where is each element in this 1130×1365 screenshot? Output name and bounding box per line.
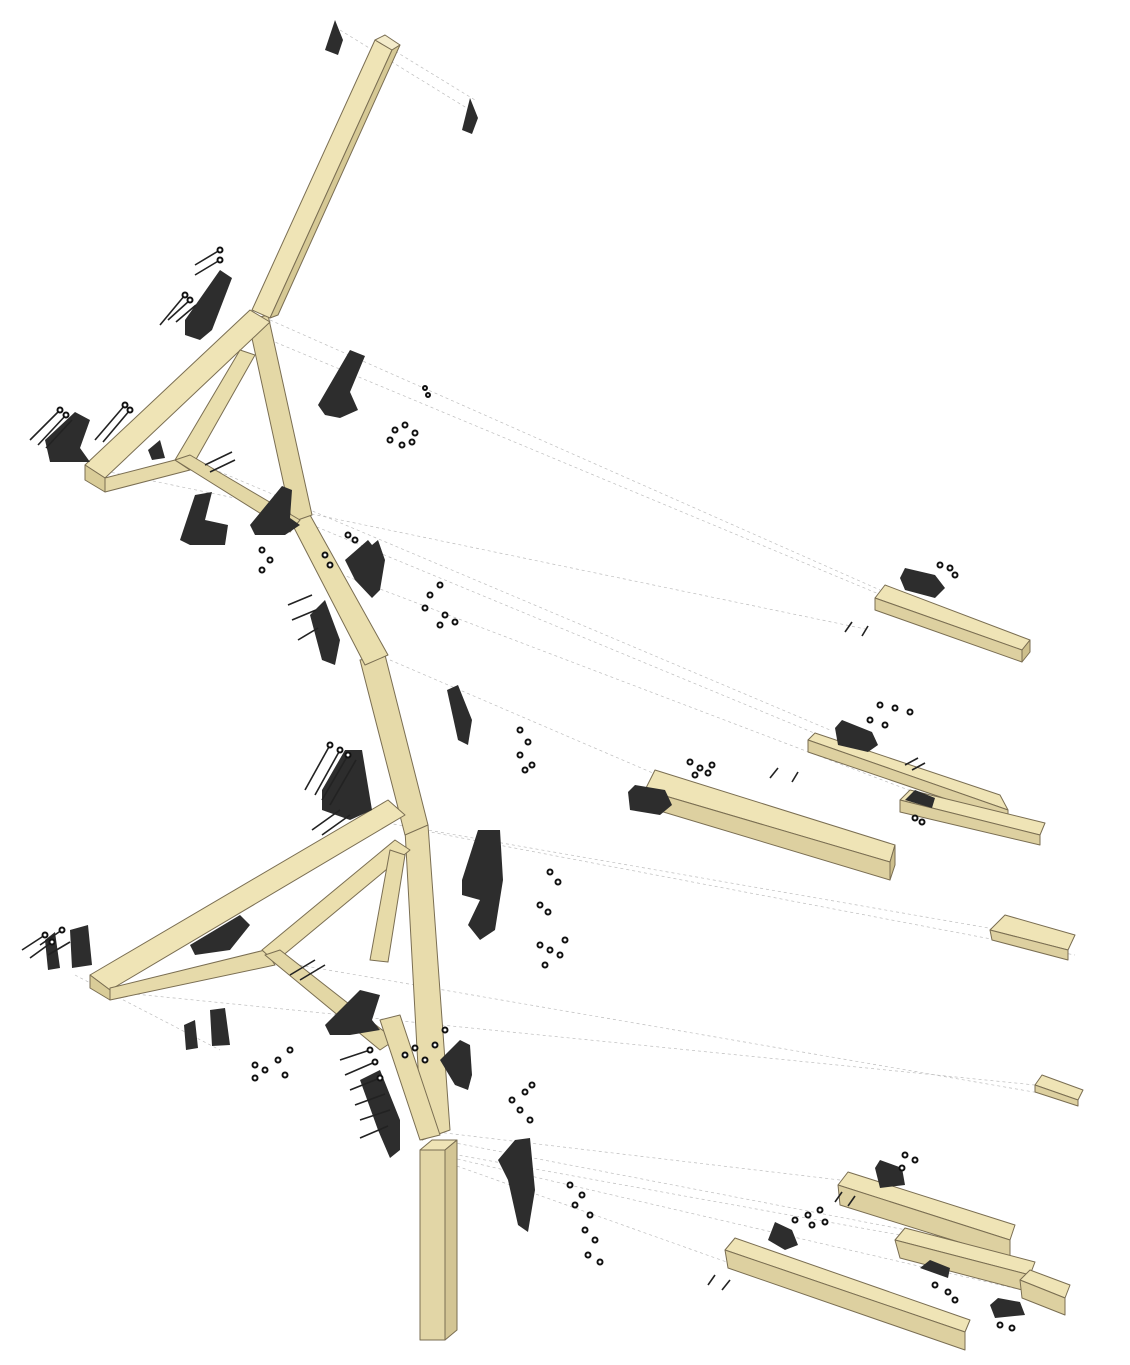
steel-plate-mid-vertical (310, 600, 340, 665)
post-lower-edge (444, 1139, 458, 1341)
connector-plates (45, 20, 535, 1232)
exploded-member-6 (834, 1151, 1016, 1259)
steel-plate-lower-end (45, 925, 92, 970)
steel-plate-lower-big (462, 830, 503, 940)
lower-brace-inner-strut (369, 849, 406, 963)
exploded-member-8 (990, 1269, 1071, 1332)
bolt-group-inner (204, 451, 236, 473)
nut-cluster-4 (516, 726, 536, 774)
lower-brace-frame (89, 799, 441, 1141)
exploded-member-4 (989, 914, 1076, 961)
bolt-group-lower-end (21, 926, 71, 959)
upper-arm-face (251, 39, 393, 319)
post-lower-side (419, 1149, 446, 1341)
exploded-member-5 (1034, 1074, 1084, 1107)
upper-arm-side (269, 44, 401, 319)
steel-plate-mid-drop (447, 685, 472, 745)
bolt-group-brace-end (29, 401, 134, 449)
steel-plate-brace-end (45, 412, 90, 462)
exploded-member-7 (894, 1227, 1036, 1304)
steel-plate-top-1 (325, 20, 343, 55)
steel-plate-brace-mid (148, 440, 165, 460)
bolt-group-mid-left (287, 594, 319, 641)
exploded-member-9 (707, 1206, 971, 1351)
nut-cluster-5 (536, 868, 569, 969)
steel-plate-lower-detached (184, 1008, 230, 1050)
steel-plate-lower-node (322, 750, 372, 820)
main-post (247, 314, 458, 1341)
steel-plate-lower-right (440, 1040, 472, 1090)
exploded-member-3 (628, 758, 896, 881)
steel-plate-lower-brace (190, 915, 250, 955)
bolt-group-base (339, 1046, 391, 1139)
exploded-members (628, 561, 1084, 1351)
steel-plate-upper-node (185, 270, 232, 340)
nut-cluster-9 (566, 1181, 604, 1266)
bolt-group-upper-left (159, 246, 224, 326)
upper-brace-top-chord (84, 309, 271, 479)
nut-cluster-1 (386, 385, 431, 449)
steel-plate-cross-node (250, 486, 300, 535)
bolt-groups (21, 246, 604, 1266)
nut-cluster-8 (508, 1081, 536, 1124)
lower-brace-bottom (109, 949, 276, 1001)
upper-arm (251, 34, 401, 319)
bolt-group-lower-left (304, 741, 357, 836)
steel-plate-mid-y (345, 540, 385, 598)
assembly-guide-lines (74, 29, 1081, 1346)
nut-cluster-3 (421, 581, 459, 629)
steel-plate-lower-cross (325, 990, 380, 1035)
nut-cluster-2 (258, 531, 359, 574)
nut-cluster-7 (401, 1026, 449, 1064)
nut-cluster-6 (251, 1046, 294, 1082)
steel-plate-base-right (498, 1138, 535, 1232)
steel-plate-upper-node-b (318, 350, 365, 418)
bolt-group-lower-inner (289, 959, 326, 981)
lower-brace-knee (379, 1014, 441, 1141)
steel-plate-top-2 (462, 98, 478, 134)
exploded-member-2 (769, 701, 1046, 846)
exploded-member-1 (844, 561, 1031, 663)
steel-plate-tie-node (180, 492, 228, 545)
